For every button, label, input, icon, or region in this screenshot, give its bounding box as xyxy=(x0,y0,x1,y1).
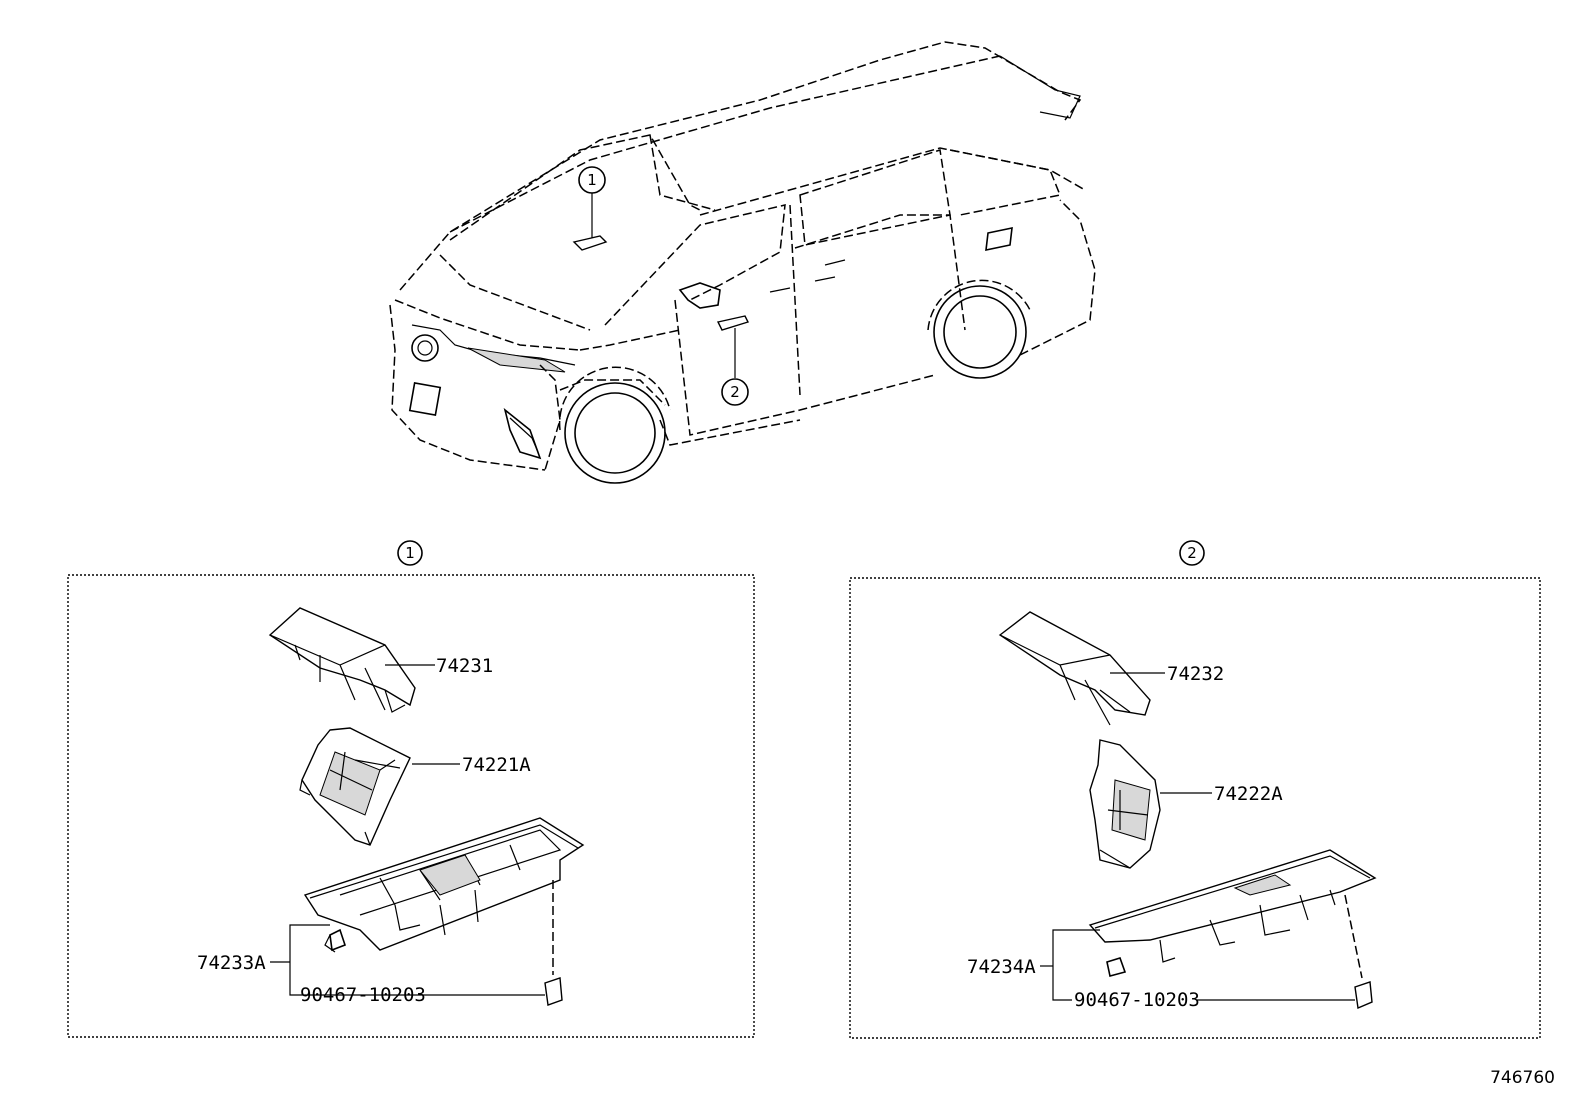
callout-2-circle xyxy=(721,378,749,406)
part-74221A: 74221A xyxy=(462,754,531,776)
part-74232: 74232 xyxy=(1167,663,1224,685)
switch-location-2-icon xyxy=(716,315,749,331)
switch-base-74234A-drawing xyxy=(1088,849,1377,977)
bezel-74231-drawing xyxy=(268,607,416,713)
callout-1-label: 1 xyxy=(587,171,597,189)
switch-base-74233A-drawing xyxy=(303,817,585,953)
figure-number: 746760 xyxy=(1490,1068,1555,1088)
part-74222A: 74222A xyxy=(1214,783,1283,805)
clip-left-icon xyxy=(544,977,563,1006)
part-90467-10203-right: 90467-10203 xyxy=(1074,989,1200,1011)
panel-left-marker-circle xyxy=(397,540,423,566)
switch-location-1-icon xyxy=(572,235,608,251)
housing-74222A-drawing xyxy=(1089,739,1161,869)
part-90467-10203-left: 90467-10203 xyxy=(300,984,426,1006)
panel-right-marker: 2 xyxy=(1187,544,1197,562)
callout-1-circle xyxy=(578,166,606,194)
panel-right-marker-circle xyxy=(1179,540,1205,566)
bezel-74232-drawing xyxy=(998,611,1151,726)
panel-right: 2 74232 74222A xyxy=(849,540,1541,1039)
panel-left-marker: 1 xyxy=(405,544,415,562)
part-74231: 74231 xyxy=(436,655,493,677)
panel-left: 1 74231 74221A xyxy=(67,540,755,1038)
housing-74221A-drawing xyxy=(299,727,411,846)
callout-2-label: 2 xyxy=(730,383,740,401)
part-74233A: 74233A xyxy=(197,952,266,974)
clip-right-icon xyxy=(1354,981,1373,1010)
vehicle-illustration: 1 2 xyxy=(389,41,1096,484)
panel-left-frame xyxy=(67,574,755,1038)
part-74234A: 74234A xyxy=(967,956,1036,978)
panel-right-frame xyxy=(849,577,1541,1039)
